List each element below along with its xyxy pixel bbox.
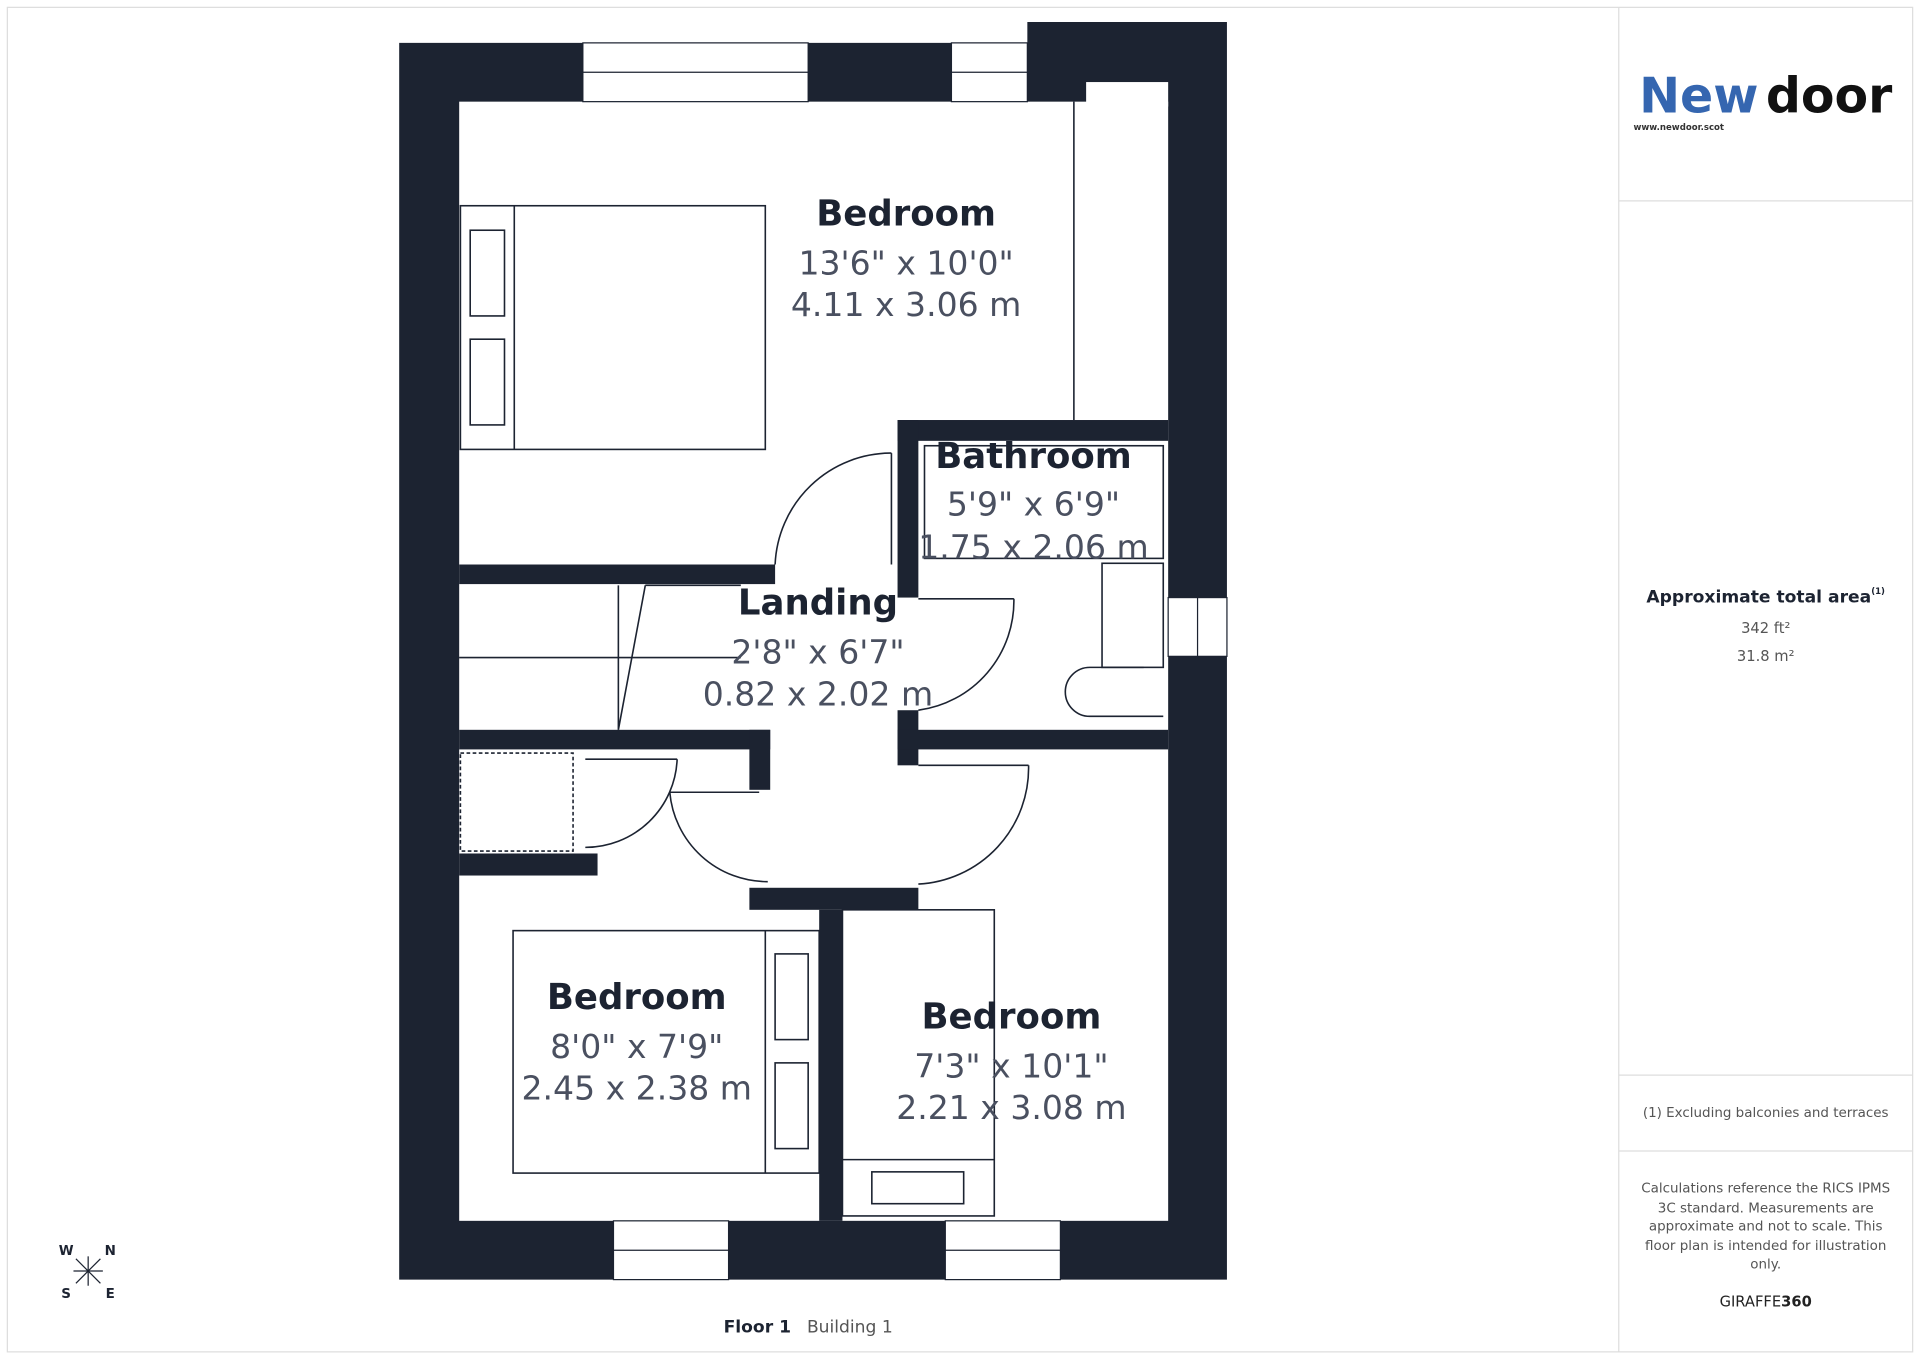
room-size-imperial: 7'3" x 10'1" <box>914 1047 1108 1086</box>
stairs <box>459 584 741 730</box>
room-name: Landing <box>738 583 898 624</box>
bath <box>923 444 1165 560</box>
compass-s: S <box>61 1287 71 1302</box>
room-size-metric: 2.21 x 3.08 m <box>896 1088 1126 1127</box>
room-name: Bathroom <box>935 436 1132 477</box>
compass-w: W <box>59 1244 74 1259</box>
side-panel <box>1618 7 1913 1352</box>
room-name: Bedroom <box>816 193 996 234</box>
door-swing <box>774 452 893 565</box>
disclaimer: Calculations reference the RICS IPMS 3C … <box>1641 1182 1890 1273</box>
logo-new: New <box>1639 68 1758 125</box>
room-size-imperial: 13'6" x 10'0" <box>798 243 1013 282</box>
room-labels: Bedroom 13'6" x 10'0" 4.11 x 3.06 m Bath… <box>522 193 1149 1127</box>
door-swing <box>585 758 678 849</box>
floor-label: Floor 1 <box>724 1317 791 1337</box>
area-footnote: (1) Excluding balconies and terraces <box>1643 1106 1889 1121</box>
disclaimer-line: only. <box>1750 1258 1781 1273</box>
disclaimer-line: floor plan is intended for illustration <box>1645 1239 1886 1254</box>
disclaimer-line: Calculations reference the RICS IPMS <box>1641 1182 1890 1197</box>
door-swing <box>918 598 1015 712</box>
compass-n: N <box>105 1244 116 1259</box>
brand-b: 360 <box>1781 1294 1812 1311</box>
room-size-imperial: 2'8" x 6'7" <box>731 633 904 672</box>
pillow <box>469 338 506 426</box>
windows <box>582 42 1228 1281</box>
logo-door: door <box>1766 68 1893 125</box>
brand-a: GIRAFFE <box>1720 1294 1782 1311</box>
area-title-line: Approximate total area(1) <box>1646 587 1885 608</box>
compass: W N S E <box>59 1244 116 1302</box>
room-name: Bedroom <box>922 997 1102 1038</box>
boiler-cupboard <box>459 752 574 852</box>
room-name: Bedroom <box>547 977 727 1018</box>
compass-e: E <box>106 1287 115 1302</box>
logo-url: www.newdoor.scot <box>1633 123 1724 133</box>
area-title: Approximate total area <box>1646 587 1871 607</box>
footer: Floor 1 Building 1 <box>724 1317 893 1337</box>
room-size-metric: 1.75 x 2.06 m <box>918 527 1148 566</box>
area-metric: 31.8 m² <box>1737 648 1795 665</box>
fixtures <box>459 101 1165 1217</box>
bed <box>512 929 820 1174</box>
disclaimer-line: 3C standard. Measurements are <box>1658 1201 1874 1216</box>
room-size-metric: 0.82 x 2.02 m <box>703 674 933 713</box>
area-footnote-mark: (1) <box>1871 587 1885 597</box>
door-swing <box>669 791 768 883</box>
area-summary: Approximate total area(1) 342 ft² 31.8 m… <box>1646 587 1885 665</box>
walls <box>399 22 1227 1280</box>
giraffe360-logo: GIRAFFE360 <box>1720 1294 1812 1311</box>
room-size-metric: 2.45 x 2.38 m <box>522 1069 752 1108</box>
building-label: Building 1 <box>807 1317 893 1337</box>
room-size-metric: 4.11 x 3.06 m <box>791 285 1021 324</box>
door-swing <box>918 764 1030 885</box>
area-imperial: 342 ft² <box>1741 620 1790 637</box>
pillow <box>469 229 506 317</box>
room-size-imperial: 5'9" x 6'9" <box>947 485 1120 524</box>
cupboard <box>841 909 996 1217</box>
room-size-imperial: 8'0" x 7'9" <box>550 1027 723 1066</box>
sink <box>1064 666 1164 718</box>
disclaimer-line: approximate and not to scale. This <box>1649 1220 1883 1235</box>
double-bed <box>459 204 767 451</box>
